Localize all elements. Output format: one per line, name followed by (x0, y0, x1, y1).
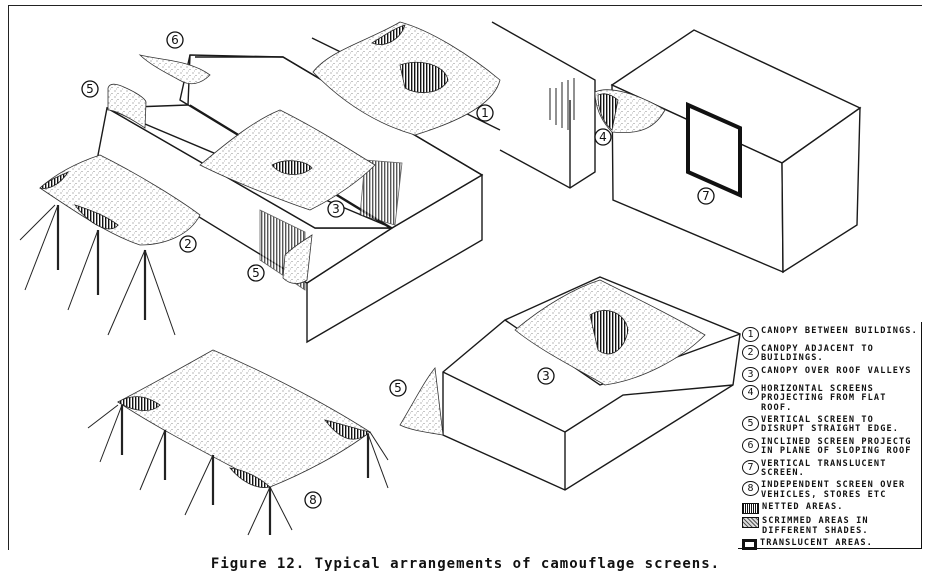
marker-4: 4 (594, 128, 612, 146)
marker-5: 5 (247, 264, 265, 282)
valley-roof-building (399, 276, 741, 491)
legend-number: 1 (742, 327, 759, 342)
legend-text: VERTICAL TRANSLUCENT SCREEN. (761, 458, 887, 479)
marker-7: 7 (697, 187, 715, 205)
flat-roof-building (594, 29, 862, 274)
vertical-screen (282, 234, 313, 284)
canopy-poles (87, 404, 389, 536)
svg-text:8: 8 (309, 493, 317, 507)
marker-3: 3 (327, 200, 345, 218)
canopy-between-buildings (311, 21, 501, 136)
legend-text: VERTICAL SCREEN TO DISRUPT STRAIGHT EDGE… (761, 415, 900, 435)
legend-text: TRANSLUCENT AREAS. (760, 538, 873, 549)
legend-text: SCRIMMED AREAS IN DIFFERENT SHADES. (762, 516, 869, 536)
legend-text: HORIZONTAL SCREENS PROJECTING FROM FLAT … (761, 383, 887, 413)
legend-text: INCLINED SCREEN PROJECTG IN PLANE OF SLO… (761, 436, 912, 457)
translucent-swatch-icon (742, 539, 757, 551)
vertical-screen (107, 83, 147, 129)
legend-number: 3 (742, 366, 759, 382)
figure-frame (8, 5, 922, 550)
figure-caption: Figure 12. Typical arrangements of camou… (210, 556, 721, 572)
marker-8: 8 (304, 491, 322, 509)
legend-swatch-scrimmed: SCRIMMED AREAS IN DIFFERENT SHADES. (742, 517, 918, 536)
legend-number: 7 (742, 459, 759, 475)
svg-text:4: 4 (599, 130, 607, 144)
legend-number: 6 (742, 437, 759, 453)
svg-text:7: 7 (702, 189, 710, 203)
svg-text:5: 5 (86, 82, 94, 96)
canopy-roof-valley (199, 109, 376, 211)
marker-2: 2 (179, 235, 197, 253)
legend-text: INDEPENDENT SCREEN OVER VEHICLES, STORES… (761, 480, 906, 500)
legend-swatch-translucent: TRANSLUCENT AREAS. (742, 538, 918, 551)
marker-3: 3 (537, 367, 555, 385)
legend-text: NETTED AREAS. (762, 502, 844, 513)
svg-text:5: 5 (394, 381, 402, 395)
svg-text:1: 1 (481, 106, 489, 120)
netted-swatch-icon (742, 503, 759, 515)
independent-canopy (87, 349, 389, 536)
marker-1: 1 (476, 104, 494, 122)
inclined-screen (138, 54, 211, 85)
legend-number: 4 (742, 384, 759, 400)
marker-5: 5 (389, 379, 407, 397)
svg-text:3: 3 (332, 202, 340, 216)
marker-6: 6 (166, 31, 184, 49)
svg-text:2: 2 (184, 237, 192, 251)
legend-text: CANOPY BETWEEN BUILDINGS. (761, 326, 918, 336)
legend-text: CANOPY ADJACENT TO BUILDINGS. (761, 344, 874, 364)
scrimmed-swatch-icon (742, 517, 759, 529)
netted-patch (271, 160, 313, 175)
middle-building (491, 21, 596, 189)
legend-box (738, 322, 922, 549)
svg-text:3: 3 (542, 369, 550, 383)
canopy-adjacent (19, 154, 201, 336)
legend-number: 2 (742, 345, 759, 360)
marker-5: 5 (81, 80, 99, 98)
legend-number: 5 (742, 416, 759, 432)
legend-number: 8 (742, 481, 759, 497)
canopy-poles (19, 204, 176, 336)
svg-text:5: 5 (252, 266, 260, 280)
legend-text: CANOPY OVER ROOF VALLEYS (761, 365, 912, 376)
svg-text:6: 6 (171, 33, 179, 47)
legend-swatch-netted: NETTED AREAS. (742, 502, 918, 515)
